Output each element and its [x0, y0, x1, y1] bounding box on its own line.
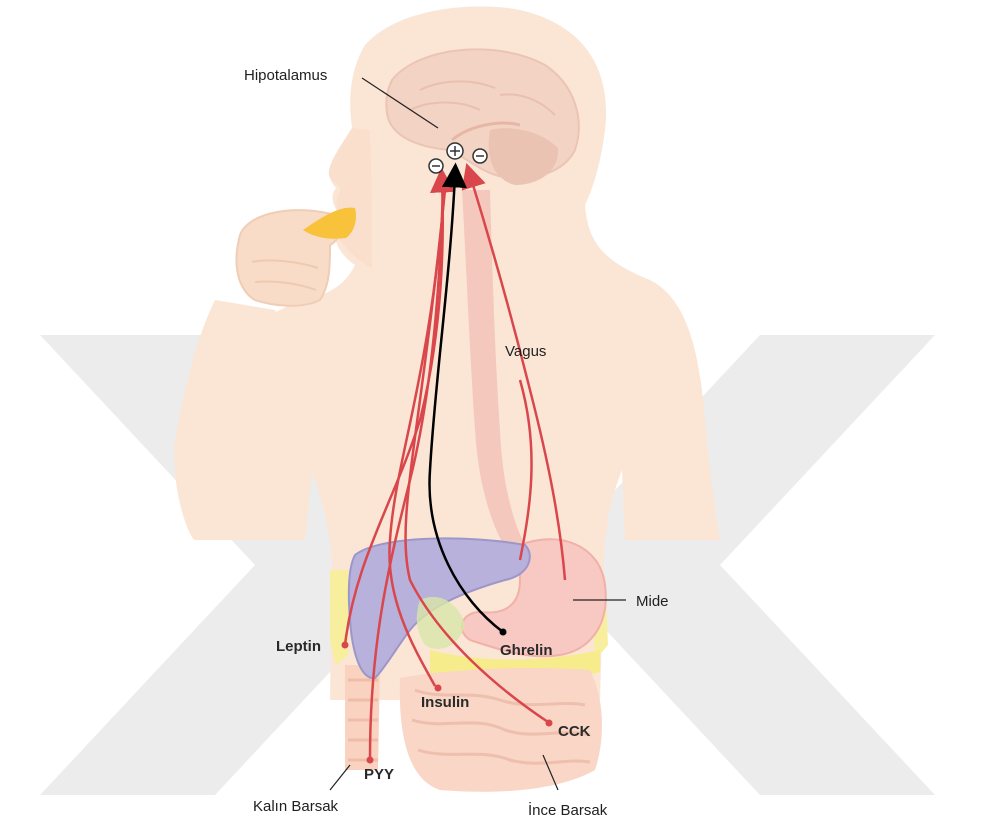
label-stomach: Mide [636, 593, 669, 610]
label-ghrelin: Ghrelin [500, 642, 553, 659]
label-insulin: Insulin [421, 694, 469, 711]
label-leptin: Leptin [276, 638, 321, 655]
label-hypothalamus: Hipotalamus [244, 67, 327, 84]
label-pyy: PYY [364, 766, 394, 783]
label-cck: CCK [558, 723, 591, 740]
label-small-intestine: İnce Barsak [528, 801, 608, 819]
label-vagus: Vagus [505, 343, 546, 360]
label-large-intestine: Kalın Barsak [253, 798, 339, 815]
large-intestine [345, 665, 380, 770]
